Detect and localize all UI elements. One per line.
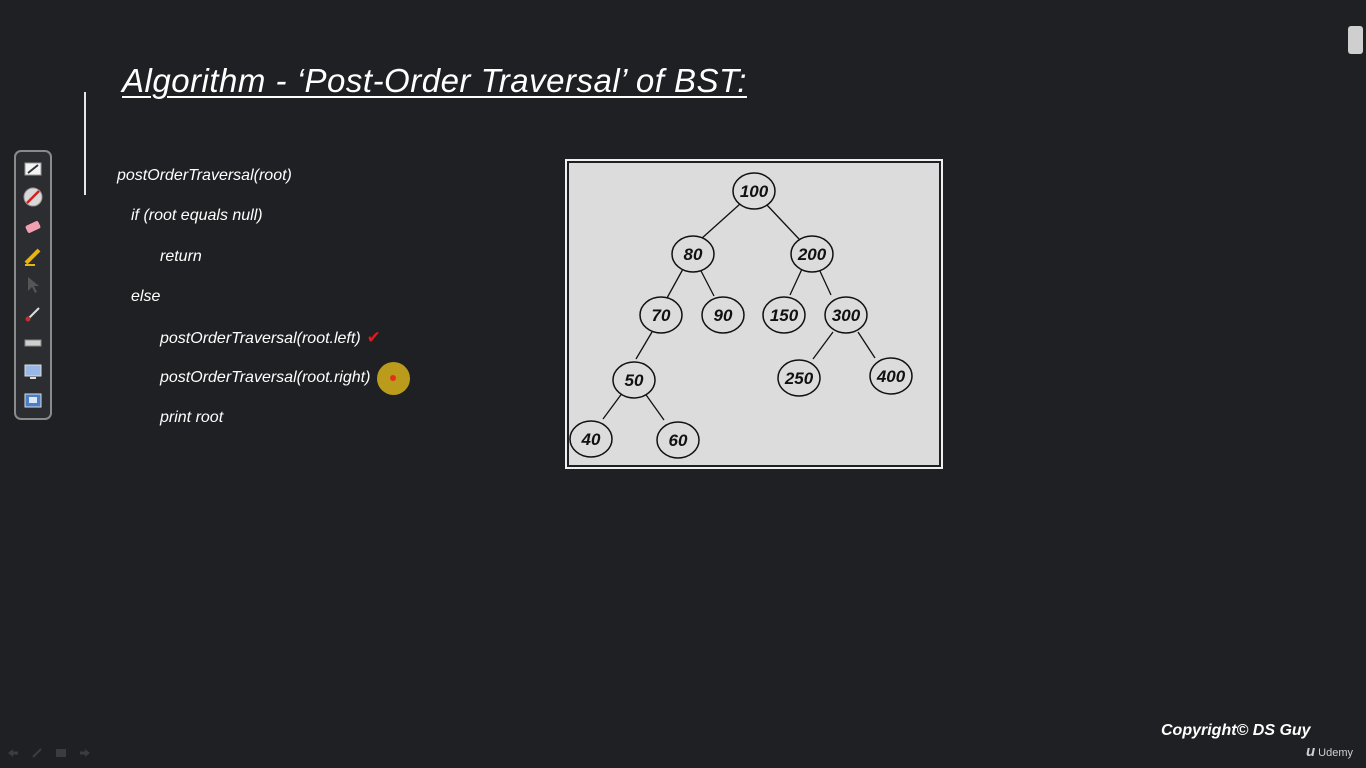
node-label-40: 40 — [581, 430, 601, 449]
pen-tool-icon[interactable] — [22, 158, 44, 180]
node-label-100: 100 — [740, 182, 769, 201]
edge-100-200 — [765, 203, 800, 240]
code-line-2: if (root equals null) — [131, 207, 263, 224]
code-line-7: print root — [160, 409, 224, 426]
code-line-1: postOrderTraversal(root) — [117, 167, 292, 184]
node-label-250: 250 — [784, 369, 814, 388]
edge-70-50 — [635, 331, 653, 360]
next-arrow-icon[interactable] — [78, 746, 92, 760]
title-divider — [84, 92, 86, 195]
node-label-300: 300 — [832, 306, 861, 325]
bst-diagram-frame: 100 80 200 70 90 150 300 50 250 400 40 6… — [565, 159, 943, 469]
edge-300-250 — [812, 331, 834, 360]
node-250 — [777, 359, 821, 397]
prev-arrow-icon[interactable] — [6, 746, 20, 760]
code-line-5: postOrderTraversal(root.left) ✔ — [160, 328, 381, 348]
udemy-brand: Udemy — [1318, 747, 1354, 759]
node-100 — [732, 172, 776, 210]
edge-80-70 — [666, 268, 684, 299]
eraser-icon[interactable] — [22, 216, 44, 238]
node-label-200: 200 — [797, 245, 827, 264]
brush-icon[interactable] — [22, 303, 44, 325]
pen-nav-icon[interactable] — [30, 746, 44, 760]
udemy-logo-icon: u — [1306, 743, 1316, 760]
screen-icon[interactable] — [22, 361, 44, 383]
node-70 — [639, 296, 683, 334]
no-draw-icon[interactable] — [22, 186, 44, 208]
highlighter-icon[interactable] — [22, 245, 44, 267]
node-label-60: 60 — [669, 431, 688, 450]
node-label-80: 80 — [684, 245, 703, 264]
annotation-toolbar — [14, 150, 52, 420]
edge-200-150 — [789, 268, 803, 296]
code-line-5-text: postOrderTraversal(root.left) — [160, 330, 361, 347]
pointer-arrow-icon[interactable] — [22, 274, 44, 296]
edge-50-40 — [602, 391, 624, 420]
capture-icon[interactable] — [22, 390, 44, 412]
bst-svg: 100 80 200 70 90 150 300 50 250 400 40 6… — [569, 172, 913, 459]
node-90 — [701, 296, 745, 334]
copyright-text: Copyright© DS Guy — [1161, 722, 1311, 739]
node-label-70: 70 — [652, 306, 671, 325]
pointer-dot — [390, 375, 396, 381]
code-line-4: else — [131, 288, 161, 305]
slide-title: Algorithm - ‘Post-Order Traversal’ of BS… — [122, 62, 747, 99]
node-200 — [790, 235, 834, 273]
node-150 — [762, 296, 806, 334]
edge-200-300 — [818, 268, 832, 296]
node-label-150: 150 — [770, 306, 799, 325]
node-60 — [656, 421, 700, 459]
edge-80-90 — [699, 268, 715, 297]
edge-300-400 — [857, 331, 876, 359]
corner-widget-icon[interactable] — [1348, 26, 1363, 54]
node-40 — [569, 420, 613, 458]
ruler-icon[interactable] — [22, 332, 44, 354]
check-mark-icon: ✔ — [366, 328, 381, 347]
slide-nav-controls — [6, 746, 92, 760]
menu-nav-icon[interactable] — [54, 746, 68, 760]
code-line-3: return — [160, 248, 202, 265]
node-label-400: 400 — [876, 367, 906, 386]
edge-100-80 — [700, 203, 741, 240]
node-50 — [612, 361, 656, 399]
node-300 — [824, 296, 868, 334]
bst-diagram: 100 80 200 70 90 150 300 50 250 400 40 6… — [569, 163, 939, 465]
node-label-50: 50 — [625, 371, 644, 390]
node-label-90: 90 — [714, 306, 733, 325]
node-400 — [869, 357, 913, 395]
code-line-6: postOrderTraversal(root.right) — [160, 369, 371, 386]
edge-50-60 — [643, 391, 665, 421]
node-80 — [671, 235, 715, 273]
